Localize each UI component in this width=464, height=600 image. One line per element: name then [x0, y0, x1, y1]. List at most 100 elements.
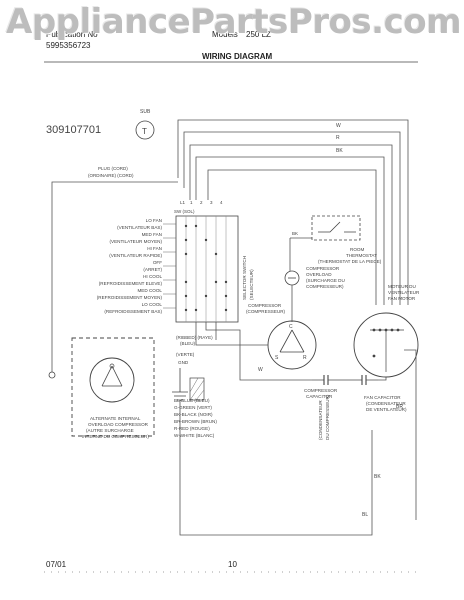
- pos-off: OFF: [153, 260, 162, 265]
- sub-label: SUB: [140, 109, 151, 115]
- wire-bk-top: [195, 156, 385, 305]
- legend-black: BK-BLACK (NOIR): [174, 412, 213, 417]
- part-number: 309107701: [46, 124, 101, 136]
- ground-symbol: [172, 368, 188, 401]
- terminal-4: 4: [220, 200, 223, 205]
- wire-br-top: [189, 144, 393, 305]
- fan-motor-taps: [372, 328, 400, 358]
- wire-label-r: R: [336, 135, 340, 141]
- publication-label: Publication No: [46, 30, 98, 39]
- wire-label-w-lower: W: [258, 367, 263, 373]
- models-label: Models: [212, 30, 238, 39]
- switch-position-labels: LO FAN (VENTILATEUR BAS) MED FAN (VENTIL…: [97, 218, 163, 314]
- alternate-overload-box: [71, 337, 155, 437]
- pos-hi-cool-fr: (REFROIDISSEMENT ELEVE): [99, 281, 163, 286]
- color-legend: BL-BLUE (BLEU) G-GREEN (VERT) BK-BLACK (…: [174, 398, 217, 438]
- terminal-3: 3: [210, 200, 213, 205]
- ground-label-2: GND: [178, 360, 189, 365]
- overload-label-3: (SURCHARGE DU: [306, 278, 345, 283]
- legend-white: W-WHITE (BLANC): [174, 433, 215, 438]
- ribbed-label-1: (RIBBED) (RAYE): [176, 335, 213, 340]
- condenser-label: (CONDENSATEUR DU COMPRESSEUR): [318, 394, 330, 440]
- switch-label-leaders: [163, 223, 176, 309]
- switch-header: SW (SOL): [174, 209, 195, 214]
- terminal-l1: L1: [180, 200, 186, 205]
- pos-med-cool: MED COOL: [137, 288, 162, 293]
- switch-contacts: [184, 224, 228, 312]
- overload-label-4: COMPRESSEUR): [306, 284, 344, 289]
- wire-label-bl-lower: BL: [362, 512, 368, 518]
- alternate-label-3: (AUTRE SURCHARGE: [86, 428, 134, 433]
- legend-red: R-RED (ROUGE): [174, 426, 210, 431]
- top-wire-bundle: [177, 119, 409, 305]
- footer-page-number: 10: [228, 560, 237, 569]
- condenser-label-2: DU COMPRESSEUR): [325, 394, 330, 440]
- compressor-capacitor-label-2: CAPACITOR: [306, 394, 333, 399]
- overload-label-2: OVERLOAD: [306, 272, 332, 277]
- fan-motor-label-2: VENTILATEUR: [388, 290, 420, 295]
- fan-motor-label-3: FAN MOTOR: [388, 296, 416, 301]
- overload-wires: [289, 238, 293, 322]
- fan-capacitor-label-2: (CONDENSATEUR: [366, 401, 406, 406]
- room-thermostat-label-1: ROOM: [350, 247, 364, 252]
- wire-bl-top: [207, 169, 377, 305]
- wire-fan-cap: [378, 377, 387, 381]
- compressor-capacitor-label-1: COMPRESSOR: [304, 388, 338, 393]
- alternate-label-4: INTERNE DU COMPRESSEUR): [82, 434, 149, 439]
- pos-hi-fan: HI FAN: [147, 246, 162, 251]
- ground-hatch: [189, 377, 205, 401]
- wire-label-br-lower: BR: [396, 404, 403, 410]
- overload-label-1: COMPRESSOR: [306, 266, 340, 271]
- compressor-terminal-s: S: [275, 355, 279, 361]
- legend-green: G-GREEN (VERT): [174, 405, 212, 410]
- wire-label-w: W: [336, 123, 341, 129]
- compressor-label-1: COMPRESSOR: [248, 303, 282, 308]
- terminal-2: 2: [200, 200, 203, 205]
- wire-label-bk: BK: [336, 148, 343, 154]
- alternate-windings: [101, 365, 123, 387]
- alternate-label-1: ALTERNATE INTERNAL: [90, 416, 141, 421]
- thermostat-wire-label: BK: [292, 231, 298, 236]
- footer-date: 07/01: [46, 560, 67, 569]
- selector-switch-label: SELECTOR SWITCH (SELECTEUR): [242, 256, 254, 300]
- plug-label-line2: (ORDINAIRE) (CORD): [88, 173, 134, 178]
- diagram-title: WIRING DIAGRAM: [202, 52, 273, 61]
- publication-number: 5995356723: [46, 41, 91, 50]
- ribbed-label-2: (BLEU): [180, 341, 196, 346]
- fan-capacitor-label-1: FAN CAPACITOR: [364, 395, 401, 400]
- plug-connector: [48, 371, 56, 379]
- ground-label-1: (VERTE): [176, 352, 195, 357]
- selector-switch-box: [175, 215, 239, 323]
- room-thermostat-label-2: THERMOSTAT: [346, 253, 377, 258]
- sub-symbol: [135, 120, 155, 140]
- compressor-terminal-c: C: [289, 324, 293, 330]
- legend-brown: BR-BROWN (BRUN): [174, 419, 217, 424]
- condenser-label-1: (CONDENSATEUR: [318, 400, 323, 440]
- compressor-windings: [279, 329, 305, 353]
- pos-med-fan-fr: (VENTILATEUR MOYEN): [110, 239, 163, 244]
- pos-lo-fan: LO FAN: [146, 218, 162, 223]
- pos-med-fan: MED FAN: [142, 232, 162, 237]
- legend-blue: BL-BLUE (BLEU): [174, 398, 210, 403]
- ground-hatch-box: [189, 377, 205, 401]
- wire-label-bk-lower: BK: [374, 474, 381, 480]
- pos-lo-cool-fr: (REFROIDISSEMENT BAS): [104, 309, 162, 314]
- terminal-1: 1: [190, 200, 193, 205]
- alternate-label-2: OVERLOAD COMPRESSOR: [88, 422, 149, 427]
- room-thermostat-box: [311, 215, 361, 241]
- selector-switch-label-fr: (SELECTEUR): [249, 269, 254, 300]
- pos-med-cool-fr: (REFROIDISSEMENT MOYEN): [97, 295, 163, 300]
- pos-hi-cool: HI COOL: [143, 274, 162, 279]
- switch-grid: [185, 216, 227, 322]
- fan-motor-label-1: MOTEUR DU: [388, 284, 416, 289]
- fan-capacitor-label-3: DE VENTILATEUR): [366, 407, 407, 412]
- plug-cord-wire: [51, 181, 178, 360]
- wire-to-cap: [205, 322, 312, 381]
- model-number: 250 LZ: [246, 30, 271, 39]
- wire-r-top: [183, 131, 401, 305]
- pos-hi-fan-fr: (VENTILATEUR RAPIDE): [109, 253, 162, 258]
- selector-switch-label-en: SELECTOR SWITCH: [242, 256, 247, 300]
- thermostat-contact: [318, 221, 356, 233]
